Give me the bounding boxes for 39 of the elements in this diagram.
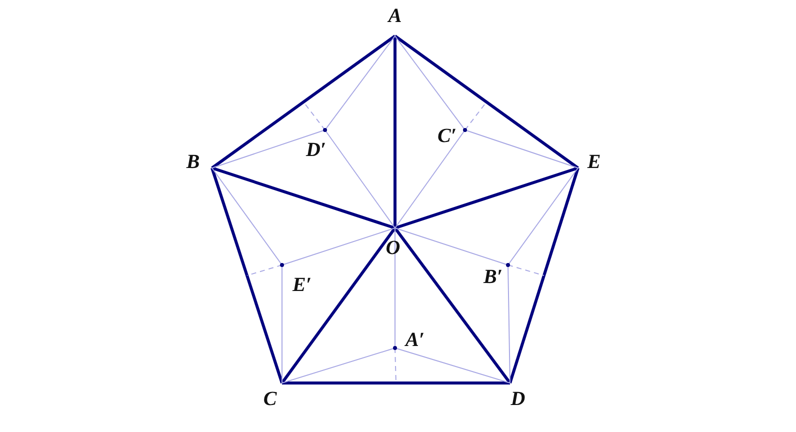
line-segment (394, 130, 466, 228)
line-segment (508, 168, 580, 384)
point-label: A (388, 5, 402, 27)
line-segment (282, 348, 396, 384)
point-label: E′ (292, 274, 312, 296)
line-segment (394, 227, 512, 384)
dashed-line (464, 102, 487, 130)
line-segment (508, 264, 510, 384)
line-segment (394, 34, 579, 170)
line-segment (210, 168, 284, 384)
point-label: B′ (484, 266, 502, 288)
point-label: B (186, 151, 200, 173)
dashed-line (246, 264, 282, 276)
line-segment (211, 34, 396, 170)
point-label: D′ (306, 139, 326, 161)
line-segment (394, 36, 396, 228)
point-label: E (587, 151, 601, 173)
point-label: D (510, 388, 526, 410)
line-segment (280, 227, 396, 384)
line-segment (394, 228, 508, 266)
line-segment (212, 168, 282, 266)
line-segment (394, 228, 396, 348)
line-segment (324, 130, 396, 228)
line-segment (282, 228, 396, 266)
dashed-line (303, 102, 326, 130)
line-segment (394, 36, 466, 130)
point-label: O (386, 237, 400, 259)
line-segment (508, 168, 578, 266)
line-segment (324, 36, 396, 130)
line-segment (212, 130, 326, 168)
point-label: C (263, 388, 277, 410)
line-segment (212, 166, 396, 230)
line-segment (394, 348, 510, 384)
line-segment (464, 130, 578, 168)
line-segment (282, 382, 510, 384)
line-segment (394, 166, 578, 230)
point-label: A′ (406, 329, 424, 351)
dashed-line (508, 264, 544, 276)
point-label: C′ (438, 125, 456, 147)
